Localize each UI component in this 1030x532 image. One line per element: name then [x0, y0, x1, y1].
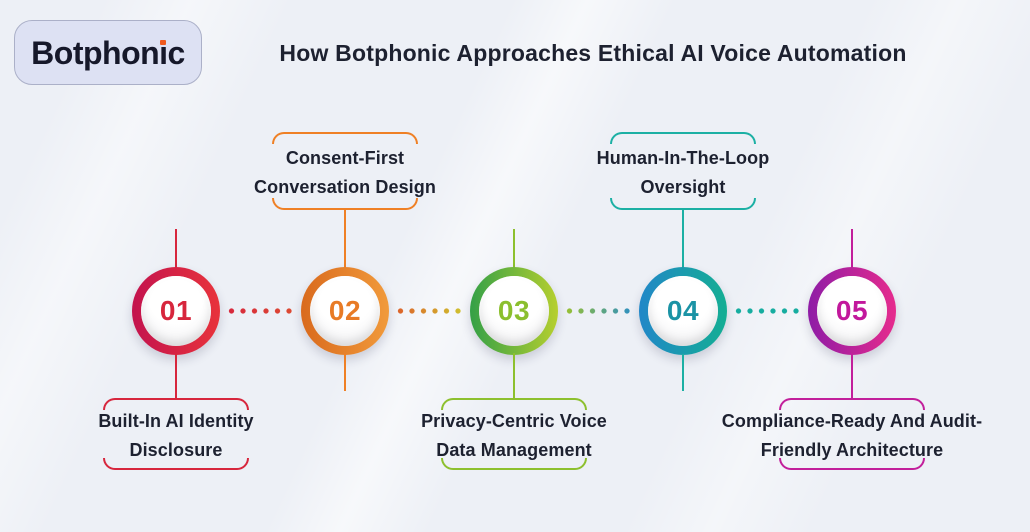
step-01-number: 01 [159, 295, 193, 326]
step-03-label: Privacy-Centric Voice Data Management [344, 407, 684, 465]
step-03-circle-inner: 03 [479, 276, 549, 346]
dotted-connector-01-02 [226, 308, 295, 314]
dotted-connector-02-03 [395, 308, 464, 314]
step-05-label-line2: Friendly Architecture [760, 440, 944, 460]
step-03-top-stub-line [513, 229, 515, 268]
step-05-label-bracket-bottom [779, 458, 925, 470]
step-01-circle-inner: 01 [141, 276, 211, 346]
logo-text-part2: c [167, 34, 186, 71]
dotted-connector-03-04 [564, 308, 633, 314]
step-05-number: 05 [835, 295, 869, 326]
step-04-circle-inner: 04 [648, 276, 718, 346]
step-02-label: Consent-First Conversation Design [175, 144, 515, 202]
step-02-label-line1: Consent-First [285, 148, 405, 168]
step-05-label-connector-line [851, 353, 853, 399]
step-04-circle: 04 [639, 267, 727, 355]
step-04-label-bracket-top [610, 132, 756, 144]
step-01-label-line1: Built-In AI Identity [98, 411, 254, 431]
step-05-label-line1: Compliance-Ready And Audit- [721, 411, 983, 431]
step-03-label-line2: Data Management [436, 440, 592, 460]
step-02-label-bracket-top [272, 132, 418, 144]
step-05-circle: 05 [808, 267, 896, 355]
step-02-circle: 02 [301, 267, 389, 355]
step-04-label-connector-line [682, 209, 684, 268]
step-01-label-bracket-bottom [103, 458, 249, 470]
page-title: How Botphonic Approaches Ethical AI Voic… [279, 40, 907, 66]
step-01-circle: 01 [132, 267, 220, 355]
step-03-circle: 03 [470, 267, 558, 355]
step-04-number: 04 [666, 295, 700, 326]
botphonic-logo: Botphonıc [14, 20, 202, 85]
logo-i-with-orange-dot: ı [159, 34, 168, 71]
dotted-connector-04-05 [733, 308, 802, 314]
step-02-bottom-stub-line [344, 354, 346, 391]
step-01-top-stub-line [175, 229, 177, 268]
step-05-label: Compliance-Ready And Audit- Friendly Arc… [682, 407, 1022, 465]
step-04-label-line2: Oversight [640, 177, 726, 197]
step-01-label: Built-In AI Identity Disclosure [6, 407, 346, 465]
step-03-number: 03 [497, 295, 531, 326]
step-02-label-connector-line [344, 209, 346, 268]
step-05-circle-inner: 05 [817, 276, 887, 346]
logo-text-part1: Botphon [31, 34, 160, 71]
step-02-label-line2: Conversation Design [254, 177, 436, 197]
step-03-label-bracket-bottom [441, 458, 587, 470]
step-03-label-line1: Privacy-Centric Voice [421, 411, 607, 431]
step-01-label-line2: Disclosure [129, 440, 223, 460]
step-01-label-connector-line [175, 353, 177, 399]
step-03-label-connector-line [513, 353, 515, 399]
step-02-number: 02 [328, 295, 362, 326]
step-04-bottom-stub-line [682, 354, 684, 391]
step-02-circle-inner: 02 [310, 276, 380, 346]
logo-wordmark: Botphonıc [31, 37, 185, 69]
step-04-label-line1: Human-In-The-Loop [596, 148, 770, 168]
step-04-label: Human-In-The-Loop Oversight [513, 144, 853, 202]
step-05-top-stub-line [851, 229, 853, 268]
